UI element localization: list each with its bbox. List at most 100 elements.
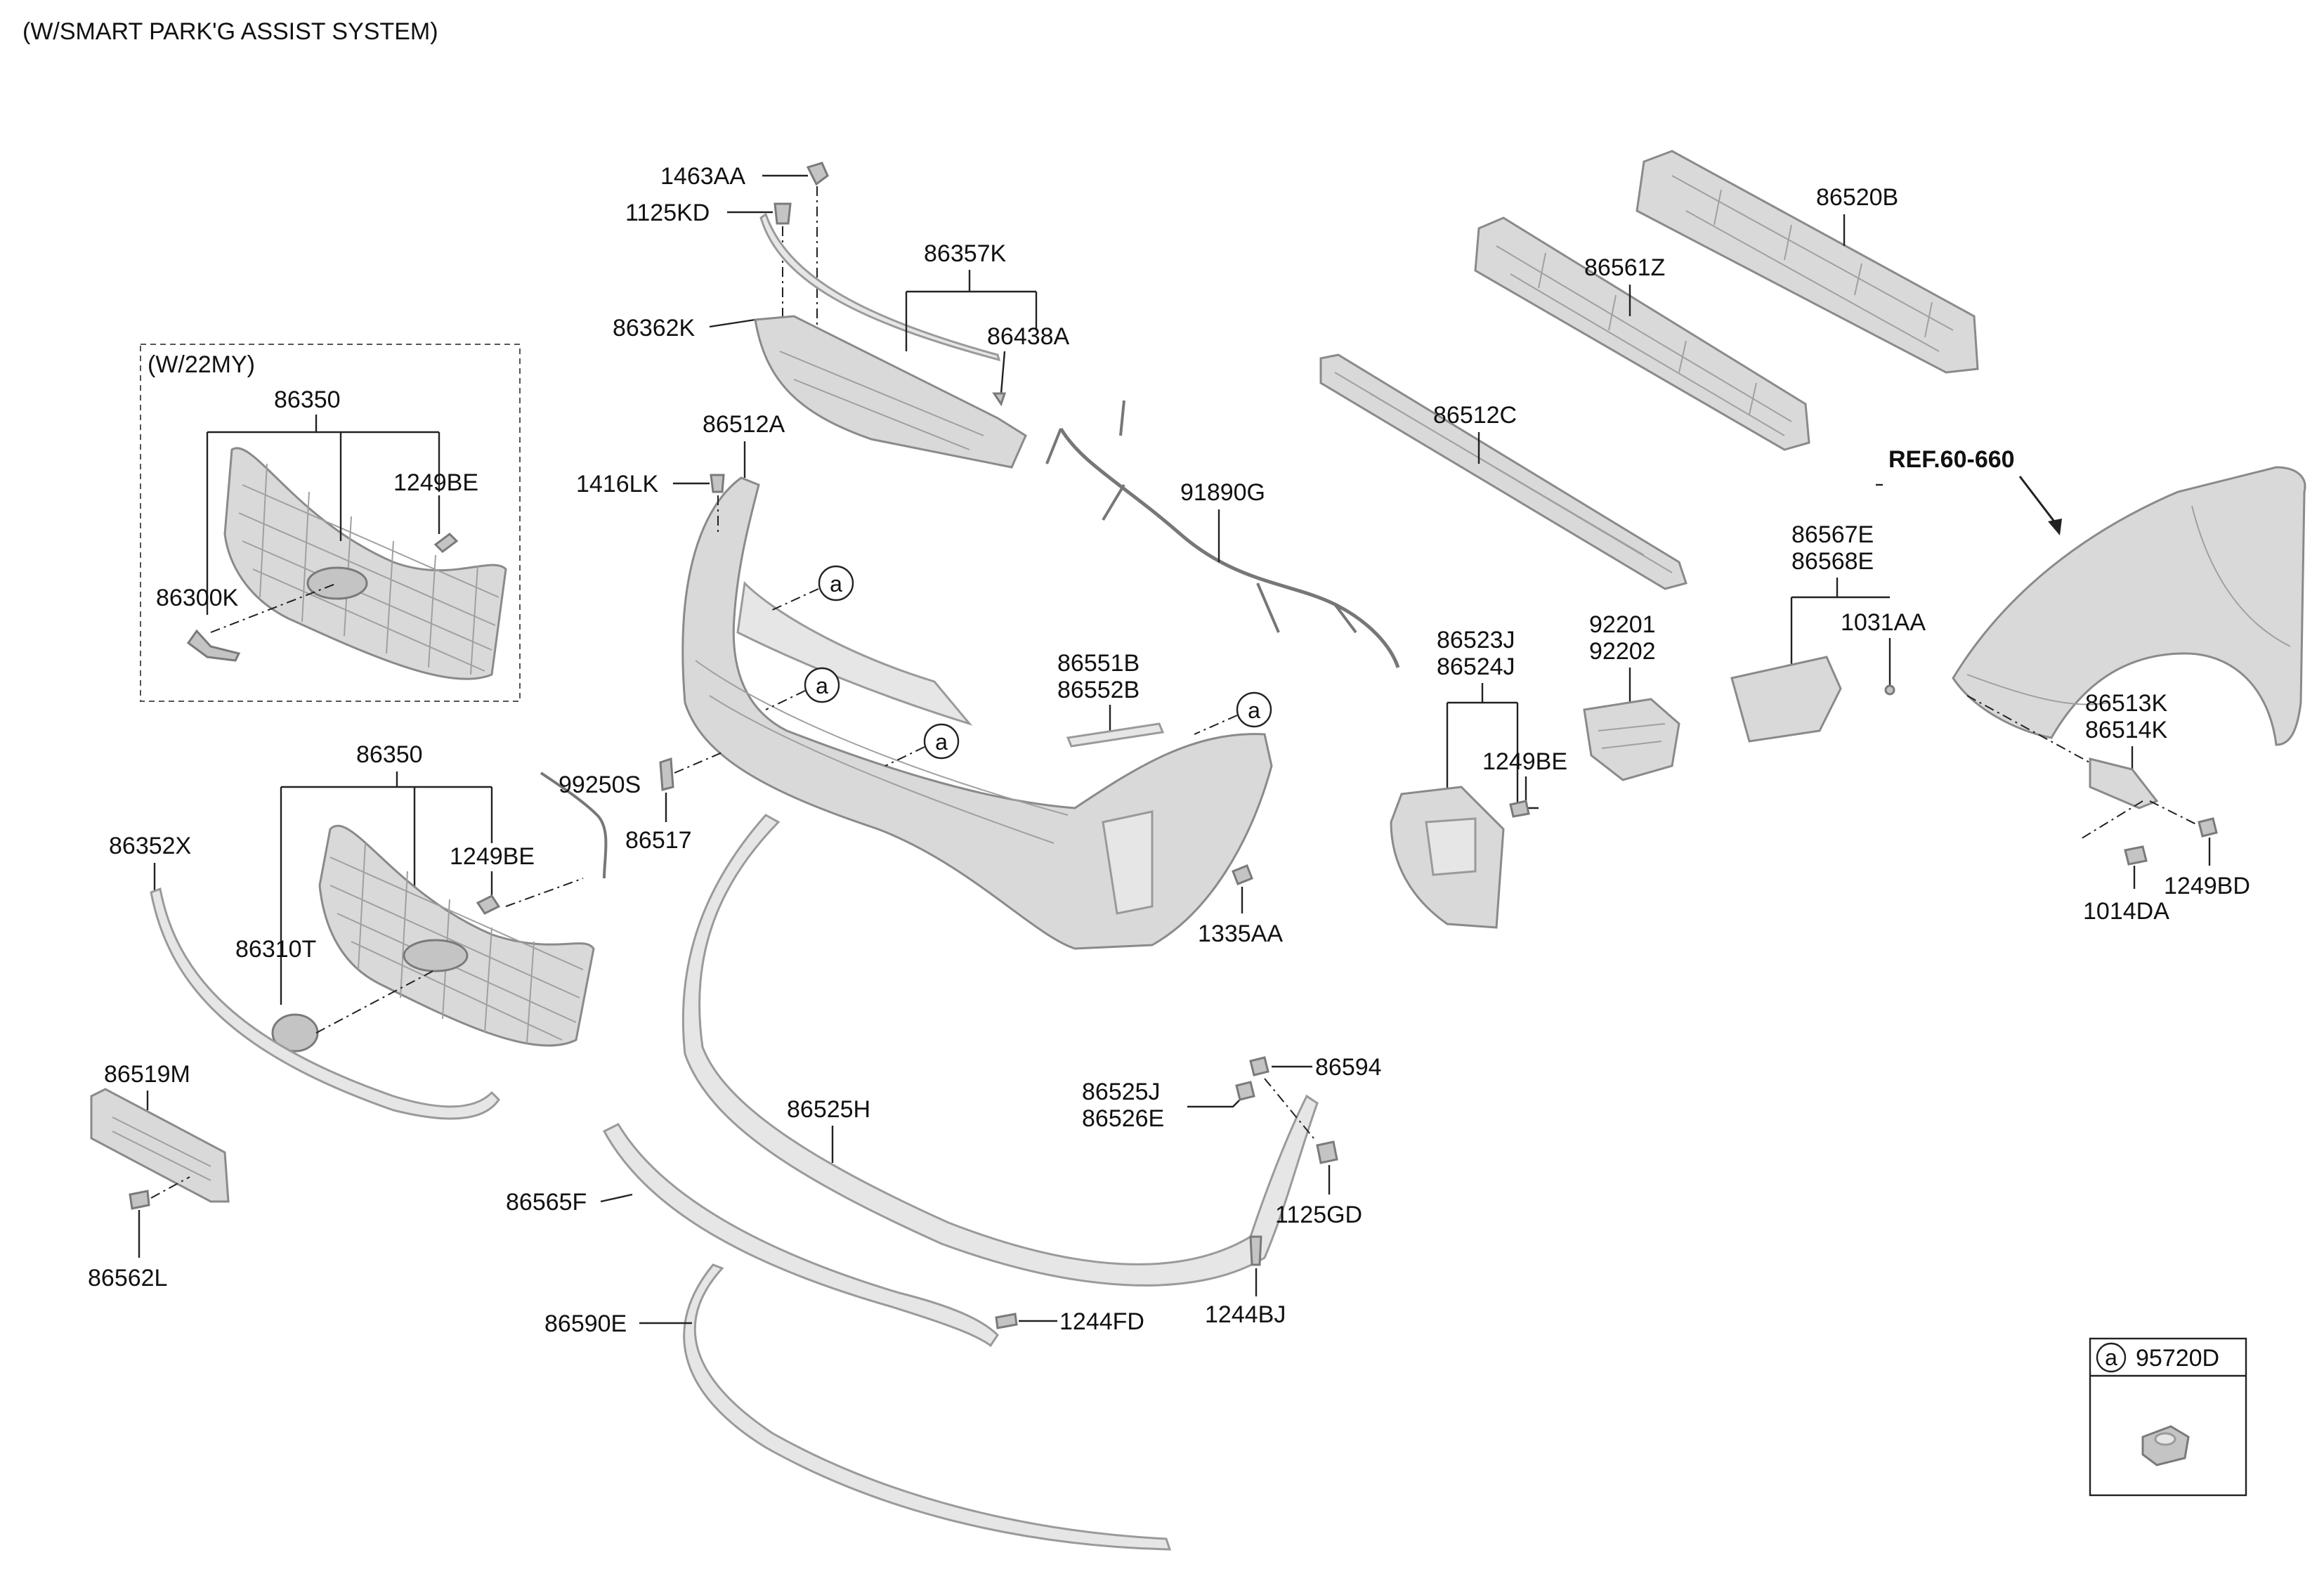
screw-1249BE-mid bbox=[1509, 800, 1530, 818]
inset-box bbox=[140, 344, 521, 702]
part-86568E: 86568E bbox=[1791, 548, 1874, 575]
bracket-86513K bbox=[2089, 757, 2159, 809]
part-86517: 86517 bbox=[625, 827, 692, 854]
beam-86512C bbox=[1319, 353, 1687, 590]
part-86523J: 86523J bbox=[1437, 627, 1515, 653]
part-92201: 92201 bbox=[1589, 611, 1656, 638]
seal-strip-86357K bbox=[759, 212, 1001, 362]
molding-86590E bbox=[683, 1263, 1172, 1551]
clip-86525J bbox=[1235, 1081, 1255, 1101]
part-99250S: 99250S bbox=[559, 772, 641, 798]
part-1244BJ: 1244BJ bbox=[1205, 1301, 1286, 1328]
part-86590E: 86590E bbox=[544, 1310, 627, 1337]
absorber-86561Z bbox=[1474, 216, 1810, 451]
callout-a-1-text: a bbox=[830, 571, 842, 597]
part-1244FD: 1244FD bbox=[1059, 1308, 1144, 1335]
inset-screw bbox=[433, 533, 459, 553]
license-bracket-86519M bbox=[90, 1088, 230, 1203]
part-86310T: 86310T bbox=[235, 936, 316, 963]
part-86552B: 86552B bbox=[1057, 677, 1140, 703]
part-1335AA: 1335AA bbox=[1198, 920, 1283, 947]
part-1125KD: 1125KD bbox=[625, 200, 710, 226]
callout-a-3-text: a bbox=[935, 729, 948, 755]
bolt-1125GD bbox=[1316, 1140, 1338, 1164]
part-86513K: 86513K bbox=[2085, 690, 2168, 717]
clip-1463AA bbox=[806, 162, 829, 186]
air-guide-86567E bbox=[1730, 656, 1842, 743]
part-86512C: 86512C bbox=[1433, 402, 1517, 429]
part-92202: 92202 bbox=[1589, 638, 1656, 665]
bolt-1125KD bbox=[773, 202, 792, 225]
part-1014DA: 1014DA bbox=[2083, 898, 2169, 925]
part-86520B: 86520B bbox=[1816, 184, 1898, 211]
part-86525J: 86525J bbox=[1082, 1079, 1161, 1105]
harness-91890G bbox=[1059, 427, 1400, 668]
clip-86438A bbox=[992, 392, 1007, 407]
part-86352X: 86352X bbox=[109, 833, 191, 859]
part-1249BE-main: 1249BE bbox=[450, 843, 535, 870]
screw-1244FD bbox=[995, 1313, 1018, 1329]
part-1031AA: 1031AA bbox=[1841, 609, 1926, 636]
skid-plate-86565F bbox=[602, 1123, 999, 1348]
part-86525H: 86525H bbox=[787, 1096, 870, 1123]
legend-symbol-text: a bbox=[2105, 1345, 2117, 1370]
sensor-wire-99250S bbox=[540, 772, 608, 879]
part-1249BD: 1249BD bbox=[2164, 873, 2250, 899]
reference-arrow-icon bbox=[2048, 519, 2062, 535]
part-86526E: 86526E bbox=[1082, 1105, 1164, 1132]
main-grille bbox=[318, 824, 595, 1047]
diagram-title: (W/SMART PARK'G ASSIST SYSTEM) bbox=[22, 18, 438, 45]
part-86438A: 86438A bbox=[987, 323, 1070, 350]
part-86561Z: 86561Z bbox=[1584, 254, 1665, 281]
part-86594: 86594 bbox=[1315, 1054, 1382, 1081]
screw-1244BJ bbox=[1249, 1235, 1262, 1266]
garnish-86523J bbox=[1390, 786, 1505, 929]
part-86300K: 86300K bbox=[156, 585, 239, 611]
strip-86352X bbox=[150, 887, 500, 1120]
part-86514K: 86514K bbox=[2085, 717, 2168, 743]
reference-label: REF.60-660 bbox=[1888, 446, 2015, 473]
clip-1335AA bbox=[1232, 864, 1253, 885]
part-86362K: 86362K bbox=[613, 315, 696, 341]
legend-box: a 95720D bbox=[2089, 1337, 2247, 1497]
bracket-86517 bbox=[659, 757, 674, 791]
part-1125GD: 1125GD bbox=[1275, 1202, 1362, 1228]
inset-title: (W/22MY) bbox=[148, 351, 255, 378]
part-86357K: 86357K bbox=[924, 240, 1007, 267]
bolt-1014DA bbox=[2124, 845, 2148, 866]
callout-a-2-text: a bbox=[816, 673, 828, 698]
part-86567E: 86567E bbox=[1791, 521, 1874, 548]
part-86350-main: 86350 bbox=[356, 741, 423, 768]
callout-a-4 bbox=[1236, 691, 1272, 728]
part-86350-inset: 86350 bbox=[274, 386, 341, 413]
part-86519M: 86519M bbox=[104, 1061, 190, 1088]
callout-a-4-text: a bbox=[1248, 698, 1260, 723]
part-91890G: 91890G bbox=[1180, 479, 1265, 506]
part-86562L: 86562L bbox=[88, 1265, 167, 1291]
part-1249BE-inset: 1249BE bbox=[393, 469, 478, 496]
legend-symbol bbox=[2096, 1342, 2127, 1373]
garnish-86551B bbox=[1066, 722, 1165, 748]
fender bbox=[1952, 466, 2306, 746]
part-1249BE-mid: 1249BE bbox=[1482, 748, 1567, 775]
absorber-86520B bbox=[1636, 150, 1979, 374]
part-86512A: 86512A bbox=[703, 411, 785, 438]
part-86524J: 86524J bbox=[1437, 653, 1515, 680]
cover-86362K bbox=[754, 315, 1027, 469]
part-1416LK: 1416LK bbox=[576, 471, 659, 497]
legend-part-95720D: 95720D bbox=[2136, 1345, 2219, 1372]
part-86565F: 86565F bbox=[506, 1189, 587, 1216]
inset-grille bbox=[223, 447, 507, 680]
inset-bracket bbox=[186, 629, 241, 662]
clip-86594 bbox=[1249, 1056, 1269, 1076]
callout-a-2 bbox=[804, 667, 840, 703]
clip-1031AA bbox=[1884, 684, 1895, 696]
callout-a-1 bbox=[818, 565, 854, 601]
fog-lamp-92201 bbox=[1583, 698, 1680, 781]
clip-86562L bbox=[129, 1190, 150, 1210]
sensor-95720D bbox=[2141, 1425, 2190, 1466]
screw-1249BD bbox=[2198, 817, 2218, 838]
screw-1249BE-main bbox=[476, 894, 501, 915]
clip-1416LK bbox=[710, 474, 725, 493]
